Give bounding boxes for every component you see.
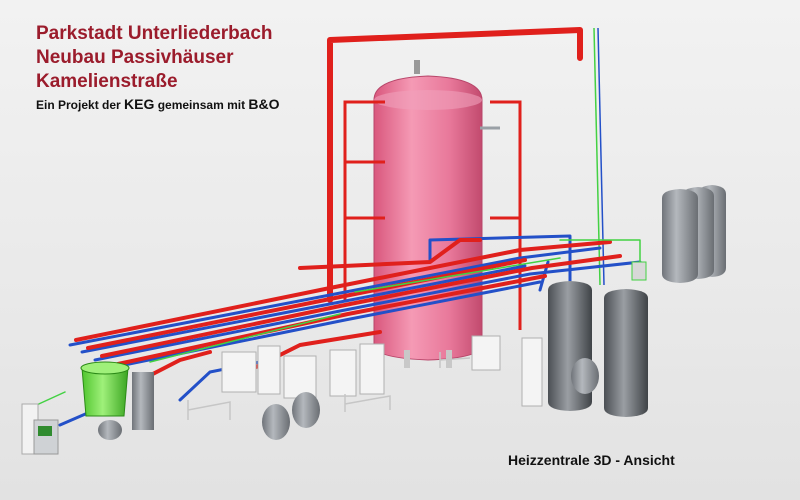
floor-vessels <box>98 392 320 440</box>
pressure-vessel-group <box>631 185 726 283</box>
subtitle-middle: gemeinsam mit <box>154 98 249 112</box>
storage-tank-2 <box>604 289 648 417</box>
green-silo <box>80 361 154 430</box>
project-title-line-2: Neubau Passivhäuser <box>36 47 234 68</box>
expansion-vessel <box>571 358 599 394</box>
support-frames <box>187 352 471 420</box>
project-title-line-3: Kamelienstraße <box>36 71 178 92</box>
heat-exchanger-modules <box>221 335 543 407</box>
tank-connection-pipes <box>343 100 522 330</box>
vertical-feed-pipes <box>593 27 605 286</box>
title-block: Parkstadt Unterliederbach Neubau Passivh… <box>36 22 280 112</box>
control-cabinet <box>21 403 59 455</box>
subtitle-org-bo: B&O <box>248 96 280 112</box>
pink-buffer-tank <box>373 60 483 368</box>
view-caption: Heizzentrale 3D - Ansicht <box>508 452 675 468</box>
pipe-manifolds <box>29 234 642 427</box>
project-subtitle: Ein Projekt der KEG gemeinsam mit B&O <box>36 96 280 112</box>
subtitle-org-keg: KEG <box>124 96 155 112</box>
main-riser-pipe <box>327 27 583 303</box>
subtitle-prefix: Ein Projekt der <box>36 98 125 112</box>
project-title-line-1: Parkstadt Unterliederbach <box>36 23 273 44</box>
